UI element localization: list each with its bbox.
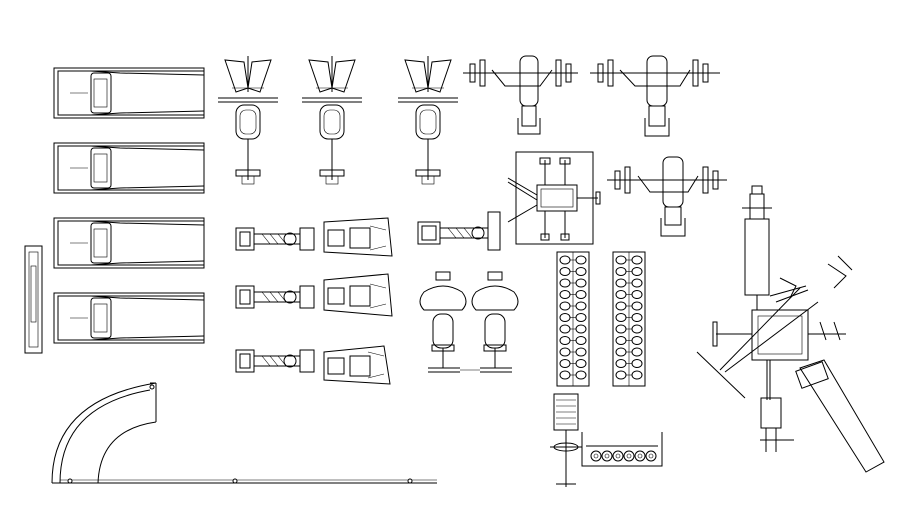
- olympic-bench-3: [607, 156, 727, 237]
- leg-press-machine-1: [235, 227, 315, 251]
- plate-tree: [550, 393, 582, 487]
- dumbbell-pair: [615, 336, 643, 345]
- dumbbell-pair: [559, 359, 587, 368]
- dumbbell-pair: [615, 347, 643, 357]
- dumbbell-pair: [559, 290, 587, 299]
- dumbbell-pair: [559, 370, 587, 380]
- dumbbell-pair: [615, 278, 643, 288]
- dumbbell-pair: [590, 450, 602, 462]
- dumbbell-pair: [559, 336, 587, 345]
- dumbbell-pair: [559, 267, 587, 276]
- olympic-bench-2: [590, 55, 720, 137]
- dumbbell-pair: [559, 278, 587, 288]
- dumbbell-pair: [623, 450, 635, 462]
- dumbbell-pair: [615, 324, 643, 334]
- dumbbell-pair: [645, 450, 657, 462]
- dumbbell-pair: [559, 255, 587, 265]
- dumbbell-pair: [601, 450, 613, 462]
- dumbbell-pair: [615, 313, 643, 322]
- dumbbell-pair: [559, 347, 587, 357]
- dumbbell-pair: [615, 301, 643, 311]
- leg-press-machine-4: [417, 211, 501, 251]
- dumbbell-rack-2: [612, 251, 646, 387]
- treadmill-2: [53, 142, 205, 194]
- dumbbell-pair: [634, 450, 646, 462]
- treadmill-1: [53, 67, 205, 119]
- treadmill-4: [53, 292, 205, 344]
- chest-fly-machine-2: [302, 56, 362, 185]
- dumbbell-pair: [615, 370, 643, 380]
- treadmill-3: [53, 217, 205, 269]
- leg-press-machine-3: [235, 349, 315, 373]
- dumbbell-pair: [615, 290, 643, 299]
- dumbbell-shelf: [581, 432, 663, 467]
- multi-station-machine: [507, 151, 601, 245]
- dumbbell-pair: [612, 450, 624, 462]
- leg-press-machine-2: [235, 285, 315, 309]
- curved-track: [51, 382, 437, 484]
- seated-machine-2: [460, 271, 519, 373]
- functional-trainer: [696, 185, 885, 473]
- seated-row-machine-2: [323, 273, 393, 317]
- dumbbell-pair: [615, 255, 643, 265]
- dumbbell-pair: [559, 301, 587, 311]
- dumbbell-pair: [559, 324, 587, 334]
- chest-fly-machine-3: [398, 56, 458, 185]
- step-platform: [24, 245, 43, 354]
- olympic-bench-1: [463, 55, 578, 135]
- seated-row-machine-1: [323, 217, 393, 257]
- dumbbell-pair: [559, 313, 587, 322]
- dumbbell-pair: [615, 267, 643, 276]
- chest-fly-machine-1: [218, 56, 278, 185]
- dumbbell-rack-1: [556, 251, 590, 387]
- seated-row-machine-3: [323, 345, 391, 385]
- seated-machine-1: [419, 271, 467, 373]
- dumbbell-pair: [615, 359, 643, 368]
